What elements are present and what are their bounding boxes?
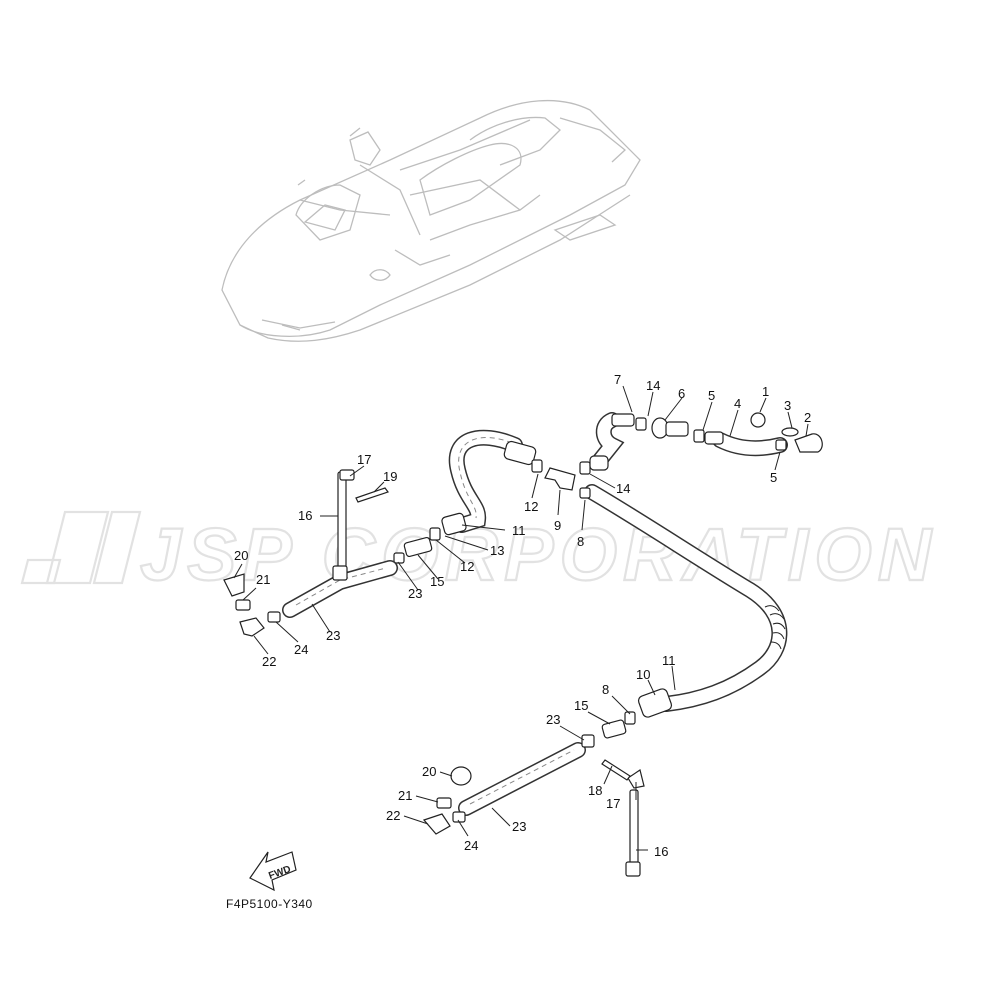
callout-23: 23: [512, 819, 526, 834]
clamp: [581, 734, 595, 748]
strap-head: [625, 861, 641, 877]
callouts: 7 14 6 5 4 1 3 2 5 14 12 9 8 11 13 12 15…: [234, 372, 811, 859]
elbow-fitting: [422, 813, 451, 835]
callout-2: 2: [804, 410, 811, 425]
t-joint: [544, 467, 576, 491]
callout-16: 16: [654, 844, 668, 859]
clamp: [775, 439, 787, 451]
pin: [601, 759, 631, 781]
callout-19: 19: [383, 469, 397, 484]
callout-22: 22: [262, 654, 276, 669]
watermark: JSP CORPORATION: [20, 510, 937, 597]
strap-head: [332, 565, 348, 581]
washer: [781, 427, 799, 437]
leader-lines: [233, 385, 809, 851]
callout-14: 14: [646, 378, 660, 393]
callout-8: 8: [602, 682, 609, 697]
connector: [403, 536, 433, 558]
callout-20: 20: [422, 764, 436, 779]
callout-15: 15: [430, 574, 444, 589]
elbow-fitting: [239, 617, 265, 637]
clamp: [579, 461, 591, 475]
callout-22: 22: [386, 808, 400, 823]
hose-end: [637, 688, 673, 718]
callout-15: 15: [574, 698, 588, 713]
clamp: [624, 711, 636, 725]
hose-joint: [704, 431, 724, 445]
strap: [337, 471, 347, 573]
callout-24: 24: [294, 642, 308, 657]
hose-end: [441, 512, 467, 536]
watermark-logo-mark: [20, 510, 142, 585]
hose-end: [503, 440, 537, 466]
clamp: [635, 417, 647, 431]
pin: [355, 487, 389, 503]
callout-21: 21: [256, 572, 270, 587]
callout-23: 23: [326, 628, 340, 643]
callout-23: 23: [408, 586, 422, 601]
upper-loop-hose: [448, 429, 523, 533]
callout-9: 9: [554, 518, 561, 533]
clamp: [393, 552, 405, 564]
callout-10: 10: [636, 667, 650, 682]
watermark-text: JSP CORPORATION: [140, 513, 937, 596]
watercraft-illustration: [221, 99, 641, 342]
valve-body: [665, 421, 689, 437]
callout-23: 23: [546, 712, 560, 727]
clamp: [429, 527, 441, 541]
callout-17: 17: [357, 452, 371, 467]
clamp: [267, 611, 281, 623]
clamp: [436, 797, 452, 809]
callout-4: 4: [734, 396, 741, 411]
callout-14: 14: [616, 481, 630, 496]
strap-holder: [627, 769, 645, 789]
diagram-code: F4P5100-Y340: [226, 897, 313, 911]
fwd-arrow: FWD: [249, 851, 297, 892]
callout-3: 3: [784, 398, 791, 413]
connector: [601, 719, 627, 739]
callout-13: 13: [490, 543, 504, 558]
main-hose: [584, 484, 788, 712]
lower-hose-group: [422, 688, 673, 877]
corrugated-bend: [764, 605, 786, 650]
callout-24: 24: [464, 838, 478, 853]
outlet-fitting: [794, 433, 823, 453]
callout-12: 12: [460, 559, 474, 574]
callout-1: 1: [762, 384, 769, 399]
callout-6: 6: [678, 386, 685, 401]
callout-21: 21: [398, 788, 412, 803]
callout-16: 16: [298, 508, 312, 523]
callout-18: 18: [588, 783, 602, 798]
middle-fittings: [393, 440, 609, 564]
drain-plug: [450, 766, 472, 786]
callout-8: 8: [577, 534, 584, 549]
strap-holder: [339, 469, 355, 481]
drain-plug: [223, 573, 245, 597]
callout-5: 5: [770, 470, 777, 485]
strap: [629, 789, 639, 871]
hose-end: [589, 455, 609, 471]
callout-11: 11: [662, 653, 676, 668]
callout-17: 17: [606, 796, 620, 811]
clamp: [579, 487, 591, 499]
clamp: [693, 429, 705, 443]
clamp: [235, 599, 251, 611]
hose-fitting: [611, 413, 635, 427]
callout-7: 7: [614, 372, 621, 387]
clamp: [531, 459, 543, 473]
callout-20: 20: [234, 548, 248, 563]
top-hose-assembly: [592, 412, 823, 468]
callout-5: 5: [708, 388, 715, 403]
left-upper-hose-group: [223, 469, 398, 637]
clamp: [452, 811, 466, 823]
nut: [750, 412, 766, 428]
callout-12: 12: [524, 499, 538, 514]
callout-11: 11: [512, 523, 526, 538]
